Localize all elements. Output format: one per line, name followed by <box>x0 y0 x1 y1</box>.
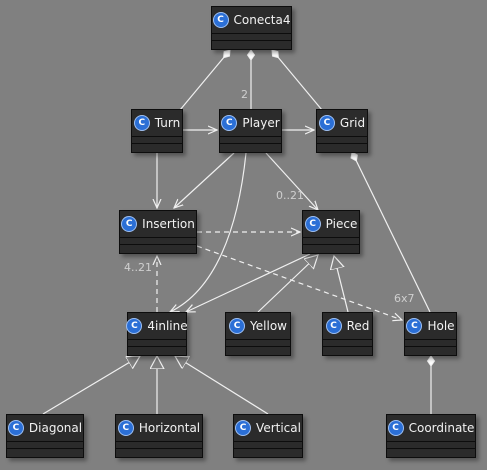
class-icon: C <box>126 318 143 334</box>
class-name: Insertion <box>142 217 195 231</box>
class-name: Turn <box>154 116 181 130</box>
class-name: Vertical <box>256 421 301 435</box>
class-turn[interactable]: C Turn <box>131 109 183 153</box>
class-grid[interactable]: C Grid <box>316 109 368 153</box>
class-horizontal[interactable]: C Horizontal <box>115 414 203 458</box>
class-icon: C <box>117 420 134 436</box>
class-diagonal[interactable]: C Diagonal <box>6 414 84 458</box>
class-yellow[interactable]: C Yellow <box>225 312 291 356</box>
class-name: Grid <box>339 116 366 130</box>
class-icon: C <box>325 318 342 334</box>
class-vertical[interactable]: C Vertical <box>233 414 303 458</box>
class-name: 4inline <box>147 319 188 333</box>
edge-red-piece <box>334 256 349 313</box>
class-conecta4[interactable]: C Conecta4 <box>211 6 292 50</box>
class-icon: C <box>221 115 238 131</box>
class-name: Diagonal <box>28 421 83 435</box>
multiplicity-hole: 6x7 <box>394 292 415 305</box>
class-hole[interactable]: C Hole <box>404 312 457 356</box>
multiplicity-insertion: 4..21 <box>124 261 152 274</box>
class-name: Horizontal <box>138 421 201 435</box>
class-insertion[interactable]: C Insertion <box>119 210 197 254</box>
class-icon: C <box>133 115 150 131</box>
class-name: Player <box>242 116 280 130</box>
edge-player-insertion <box>174 152 235 208</box>
class-icon: C <box>406 318 423 334</box>
edge-conecta4-grid <box>271 49 323 111</box>
class-icon: C <box>212 12 229 28</box>
class-piece[interactable]: C Piece <box>302 210 360 254</box>
class-player[interactable]: C Player <box>219 109 282 153</box>
edge-grid-hole <box>350 151 431 313</box>
class-icon: C <box>121 216 138 232</box>
class-icon: C <box>229 318 246 334</box>
class-icon: C <box>235 420 252 436</box>
class-name: Conecta4 <box>233 13 291 27</box>
class-name: Red <box>346 319 370 333</box>
multiplicity-piece: 0..21 <box>276 189 304 202</box>
class-coordinate[interactable]: C Coordinate <box>386 414 476 458</box>
class-red[interactable]: C Red <box>322 312 373 356</box>
edge-insertion-hole <box>196 245 402 320</box>
class-icon: C <box>387 420 404 436</box>
edge-yellow-piece <box>257 255 318 313</box>
class-name: Piece <box>325 217 358 231</box>
class-icon: C <box>7 420 24 436</box>
class-icon: C <box>318 115 335 131</box>
class-name: Yellow <box>250 319 287 333</box>
multiplicity-player: 2 <box>241 88 248 101</box>
class-4inline[interactable]: C 4inline <box>126 312 188 356</box>
edge-piece-4inline <box>186 253 311 312</box>
class-name: Coordinate <box>408 421 475 435</box>
edge-conecta4-turn <box>179 49 231 111</box>
edge-vertical-4inline <box>175 356 269 415</box>
edge-player-4inline <box>170 152 247 312</box>
class-name: Hole <box>427 319 455 333</box>
edge-diagonal-4inline <box>42 356 140 415</box>
class-icon: C <box>304 216 321 232</box>
edge-player-piece <box>265 152 318 210</box>
